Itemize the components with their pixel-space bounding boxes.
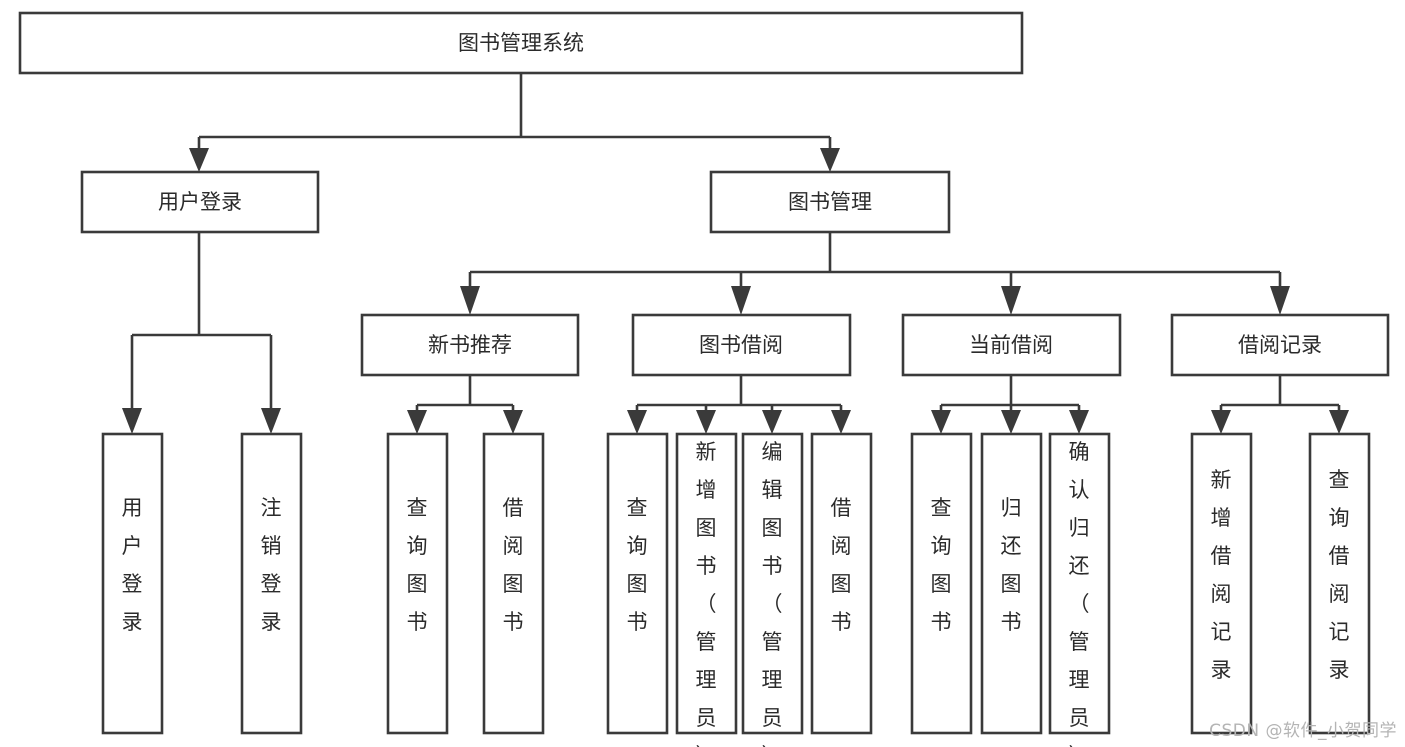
arrow-head-leaf-query-book-2 — [627, 410, 647, 434]
leaf-edit-book-box[interactable] — [741, 432, 804, 735]
leaf-user-logout-box[interactable] — [240, 432, 303, 735]
node-new-book-recommend-label: 新书推荐 — [428, 333, 512, 357]
leaf-add-record-label: 新增借阅记录 — [1211, 468, 1232, 682]
leaf-return-book-box[interactable] — [980, 432, 1043, 735]
arrow-head-leaf-return-book — [1001, 410, 1021, 434]
leaf-query-book-3-box[interactable] — [910, 432, 973, 735]
leaf-return-book-label: 归还图书 — [1001, 496, 1022, 634]
leaf-node[interactable]: 查询图书 — [386, 432, 449, 735]
leaf-user-logout-label: 注销登录 — [261, 496, 282, 634]
arrow-head-new-book-recommend — [460, 286, 480, 315]
leaf-query-book-3-label: 查询图书 — [931, 496, 952, 634]
leaf-add-book-box[interactable] — [675, 432, 738, 735]
arrow-head-book-borrow — [731, 286, 751, 315]
node-new-book-recommend-box[interactable] — [360, 313, 580, 377]
leaf-user-login-label: 用户登录 — [122, 496, 143, 634]
node-current-borrow[interactable]: 当前借阅 — [901, 313, 1122, 377]
leaf-query-book-2-box[interactable] — [606, 432, 669, 735]
leaf-confirm-return-box[interactable] — [1048, 432, 1111, 735]
node-book-manage-label: 图书管理 — [788, 190, 872, 214]
node-root-label: 图书管理系统 — [458, 31, 584, 55]
node-book-borrow-box[interactable] — [631, 313, 852, 377]
leaf-borrow-book-2-label: 借阅图书 — [831, 496, 852, 634]
arrow-head-leaf-query-book-3 — [931, 410, 951, 434]
leaf-node[interactable]: 编辑图书（管理员） — [741, 432, 804, 747]
arrow-head-leaf-borrow-book-2 — [831, 410, 851, 434]
arrow-head-leaf-add-record — [1211, 410, 1231, 434]
arrow-head-leaf-query-book-1 — [407, 410, 427, 434]
leaf-node[interactable]: 查询图书 — [606, 432, 669, 735]
node-borrow-record-label: 借阅记录 — [1238, 333, 1322, 357]
node-book-borrow-label: 图书借阅 — [699, 333, 783, 357]
leaf-node[interactable]: 新增借阅记录 — [1190, 432, 1253, 735]
leaf-query-book-2-label: 查询图书 — [627, 496, 648, 634]
node-borrow-record[interactable]: 借阅记录 — [1170, 313, 1390, 377]
arrow-head-leaf-add-book — [696, 410, 716, 434]
node-root-box[interactable] — [18, 11, 1024, 75]
arrow-head-leaf-borrow-book-1 — [503, 410, 523, 434]
node-current-borrow-box[interactable] — [901, 313, 1122, 377]
node-user-login-label: 用户登录 — [158, 190, 242, 214]
leaf-node[interactable]: 注销登录 — [240, 432, 303, 735]
node-root[interactable]: 图书管理系统 — [18, 11, 1024, 75]
leaf-add-book-label: 新增图书（管理员） — [696, 440, 717, 747]
node-book-manage-box[interactable] — [709, 170, 951, 234]
arrow-head-leaf-confirm-return — [1069, 410, 1089, 434]
node-current-borrow-label: 当前借阅 — [969, 333, 1053, 357]
leaf-add-record-box[interactable] — [1190, 432, 1253, 735]
leaf-node[interactable]: 新增图书（管理员） — [675, 432, 738, 747]
leaf-node[interactable]: 确认归还（管理员） — [1048, 432, 1111, 747]
node-book-borrow[interactable]: 图书借阅 — [631, 313, 852, 377]
arrow-head-leaf-query-record — [1329, 410, 1349, 434]
node-book-manage[interactable]: 图书管理 — [709, 170, 951, 234]
leaf-query-record-label: 查询借阅记录 — [1329, 468, 1350, 682]
arrow-head-borrow-record — [1270, 286, 1290, 315]
node-user-login-box[interactable] — [80, 170, 320, 234]
leaf-borrow-book-1-label: 借阅图书 — [503, 496, 524, 634]
arrow-head-user-login — [189, 148, 209, 172]
connector-layer — [122, 73, 1349, 434]
leaf-edit-book-label: 编辑图书（管理员） — [762, 440, 783, 747]
leaf-borrow-book-2-box[interactable] — [810, 432, 873, 735]
arrow-head-leaf-edit-book — [762, 410, 782, 434]
leaf-node[interactable]: 查询图书 — [910, 432, 973, 735]
leaf-borrow-book-1-box[interactable] — [482, 432, 545, 735]
arrow-head-leaf-user-logout — [261, 408, 281, 434]
leaf-node[interactable]: 归还图书 — [980, 432, 1043, 735]
leaf-node[interactable]: 用户登录 — [101, 432, 164, 735]
leaf-node[interactable]: 借阅图书 — [810, 432, 873, 735]
leaf-query-book-1-label: 查询图书 — [407, 496, 428, 634]
leaf-node[interactable]: 查询借阅记录 — [1308, 432, 1371, 735]
leaf-query-record-box[interactable] — [1308, 432, 1371, 735]
leaf-user-login-box[interactable] — [101, 432, 164, 735]
node-borrow-record-box[interactable] — [1170, 313, 1390, 377]
leaf-query-book-1-box[interactable] — [386, 432, 449, 735]
arrow-head-leaf-user-login — [122, 408, 142, 434]
arrow-head-book-manage — [820, 148, 840, 172]
node-layer: 图书管理系统 用户登录 图书管理 新书推荐 图书借阅 — [18, 11, 1390, 747]
node-user-login[interactable]: 用户登录 — [80, 170, 320, 234]
leaf-node[interactable]: 借阅图书 — [482, 432, 545, 735]
leaf-confirm-return-label: 确认归还（管理员） — [1069, 440, 1090, 747]
arrow-head-current-borrow — [1001, 286, 1021, 315]
node-new-book-recommend[interactable]: 新书推荐 — [360, 313, 580, 377]
